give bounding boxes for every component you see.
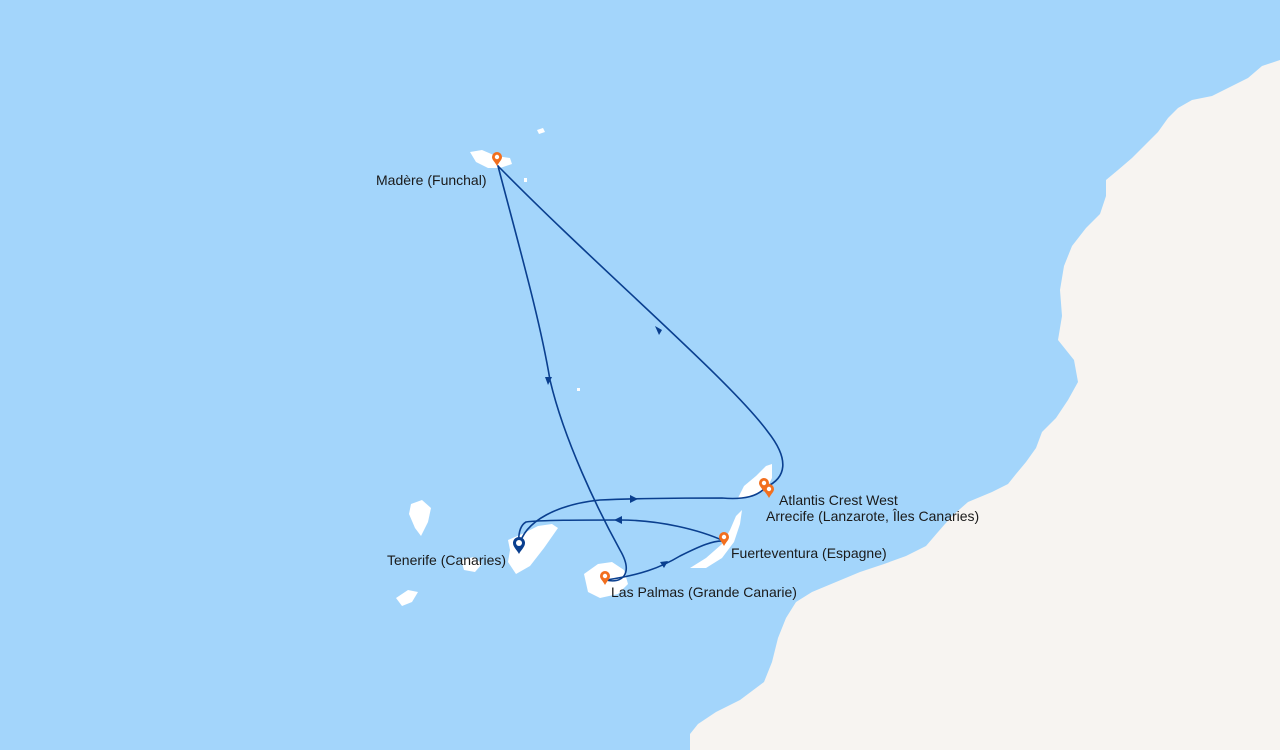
port-marker-madere[interactable]: [492, 152, 502, 166]
island-la-gomera: [461, 557, 482, 572]
island-madeira: [470, 150, 512, 168]
cruise-route: [497, 165, 784, 582]
port-label-laspalmas[interactable]: Las Palmas (Grande Canarie): [611, 584, 797, 600]
route-leg-lanzarote-madeira: [497, 165, 784, 488]
port-pin-dot: [602, 573, 608, 579]
route-leg-fuerteventura-tenerife: [517, 519, 725, 548]
route-leg-madeira-laspalmas: [497, 165, 627, 582]
port-marker-arrecife[interactable]: [764, 484, 774, 498]
home-port-marker-tenerife[interactable]: [513, 537, 525, 554]
port-label-fuerteventura[interactable]: Fuerteventura (Espagne): [731, 545, 887, 561]
route-arrow-northwest: [655, 326, 662, 335]
port-label-atlantis[interactable]: Atlantis Crest West: [779, 492, 898, 508]
home-port-pin-dot: [516, 540, 522, 546]
port-pin-dot: [494, 154, 500, 160]
port-label-arrecife[interactable]: Arrecife (Lanzarote, Îles Canaries): [766, 508, 979, 524]
route-arrow-northeast: [660, 561, 668, 568]
port-pin-dot: [766, 486, 772, 492]
port-marker-fuerteventura[interactable]: [719, 532, 729, 546]
island-selvagens: [577, 388, 580, 391]
route-leg-laspalmas-fuerteventura: [605, 540, 725, 581]
route-arrow-east: [630, 495, 638, 503]
route-leg-tenerife-lanzarote: [518, 486, 767, 548]
island-el-hierro: [396, 590, 418, 606]
port-pin-dot: [721, 534, 727, 540]
island-la-palma: [409, 500, 431, 536]
route-arrow-west: [614, 516, 622, 524]
port-marker-atlantis[interactable]: [759, 478, 769, 492]
route-arrow-south: [545, 377, 552, 385]
port-marker-laspalmas[interactable]: [600, 571, 610, 585]
island-porto-santo: [537, 128, 545, 134]
island-fuerteventura: [690, 510, 742, 568]
island-desertas: [524, 178, 527, 182]
port-label-madere[interactable]: Madère (Funchal): [376, 172, 487, 188]
port-label-tenerife[interactable]: Tenerife (Canaries): [387, 552, 506, 568]
island-tenerife: [508, 524, 558, 574]
port-pin-dot: [761, 480, 767, 486]
mainland-africa: [690, 60, 1280, 750]
